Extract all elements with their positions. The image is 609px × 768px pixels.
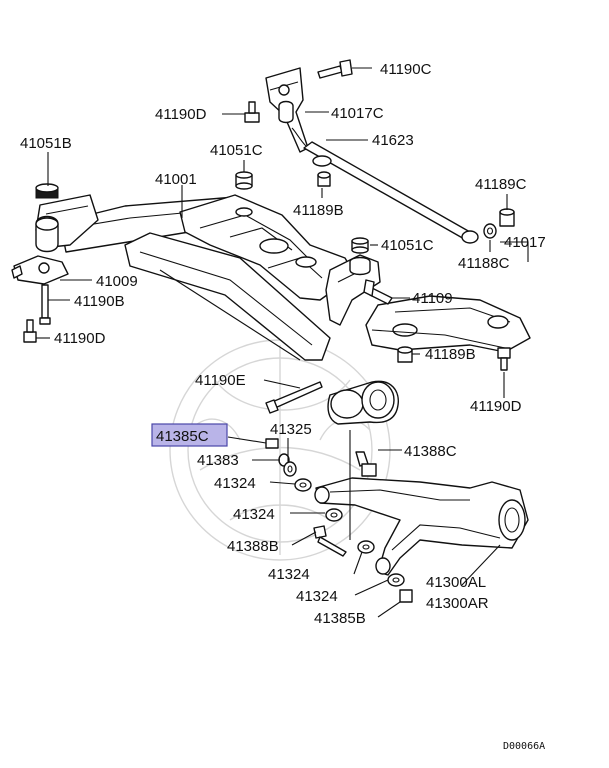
label-41189b-mid: 41189B — [425, 346, 476, 363]
bracket-41017 — [365, 295, 531, 353]
upper-bracket-41017c — [265, 67, 309, 153]
label-41109: 41109 — [412, 290, 453, 307]
label-41300ar: 41300AR — [426, 595, 489, 612]
nut-41190d-left — [23, 319, 37, 343]
label-41017c: 41017C — [331, 105, 384, 122]
bushing-41189c — [499, 208, 515, 227]
bolt-41190c — [317, 59, 353, 79]
lower-arm-41300 — [314, 477, 529, 576]
label-41051c-top: 41051C — [210, 142, 263, 159]
label-41017: 41017 — [504, 234, 546, 251]
washer-41188c — [483, 223, 497, 239]
label-41324-c: 41324 — [268, 566, 310, 583]
label-41009: 41009 — [96, 273, 138, 290]
mount-cushion-41051c-top — [235, 171, 253, 190]
label-41051b: 41051B — [20, 135, 72, 152]
label-41190d-right: 41190D — [470, 398, 522, 415]
label-41388c: 41388C — [404, 443, 457, 460]
label-41388b: 41388B — [227, 538, 279, 555]
label-41190e: 41190E — [195, 372, 246, 389]
label-41189c: 41189C — [475, 176, 527, 193]
nut-41385b — [399, 589, 413, 603]
washer-41324-c — [357, 540, 375, 554]
bolt-41190e — [265, 381, 323, 414]
label-41190d-top: 41190D — [155, 106, 207, 123]
washer-41324-d — [387, 573, 405, 587]
label-41188c: 41188C — [458, 255, 510, 272]
bolt-41388b — [313, 525, 347, 557]
label-41623: 41623 — [372, 132, 414, 149]
cushion-41189b-mid — [397, 346, 413, 363]
bolt-41109 — [363, 279, 393, 305]
label-41190d-left: 41190D — [54, 330, 106, 347]
washer-41325 — [283, 461, 297, 477]
label-41001: 41001 — [155, 171, 197, 188]
mount-cushion-41051b — [35, 183, 59, 199]
rear-mount-bushing — [327, 380, 399, 425]
label-41385c[interactable]: 41385C — [156, 428, 209, 445]
label-41190c: 41190C — [380, 61, 432, 78]
highlight-box-41385c — [151, 423, 228, 447]
mount-cushion-41189b-top — [312, 155, 332, 187]
part-labels: 41190C 41190D 41017C 41051B 41623 41051C… — [20, 61, 546, 752]
nut-41385c — [265, 438, 279, 449]
label-41383: 41383 — [197, 452, 239, 469]
label-41325: 41325 — [270, 421, 312, 438]
nut-41190d-right — [497, 347, 511, 371]
crossmember-subframe — [35, 194, 381, 361]
washer-41324-a — [294, 478, 312, 492]
front-mount-bushing — [35, 215, 59, 253]
label-41300al: 41300AL — [426, 574, 486, 591]
label-41324-b: 41324 — [233, 506, 275, 523]
label-41051c-mid: 41051C — [381, 237, 434, 254]
lateral-rod-41623 — [291, 127, 479, 244]
label-41324-a: 41324 — [214, 475, 256, 492]
bolt-41388c — [355, 451, 377, 477]
leader-lines — [36, 67, 529, 618]
label-41385b: 41385B — [314, 610, 366, 627]
label-41189b-top: 41189B — [293, 202, 344, 219]
label-41190b: 41190B — [74, 293, 125, 310]
nut-41190d-top — [244, 101, 260, 123]
bolt-41190b — [39, 284, 51, 325]
mount-cushion-41051c-mid — [349, 237, 371, 276]
bracket-plate-41009 — [11, 255, 69, 285]
washer-41324-b — [325, 508, 343, 522]
label-41324-d: 41324 — [296, 588, 338, 605]
drawing-code: D00066A — [503, 741, 545, 752]
